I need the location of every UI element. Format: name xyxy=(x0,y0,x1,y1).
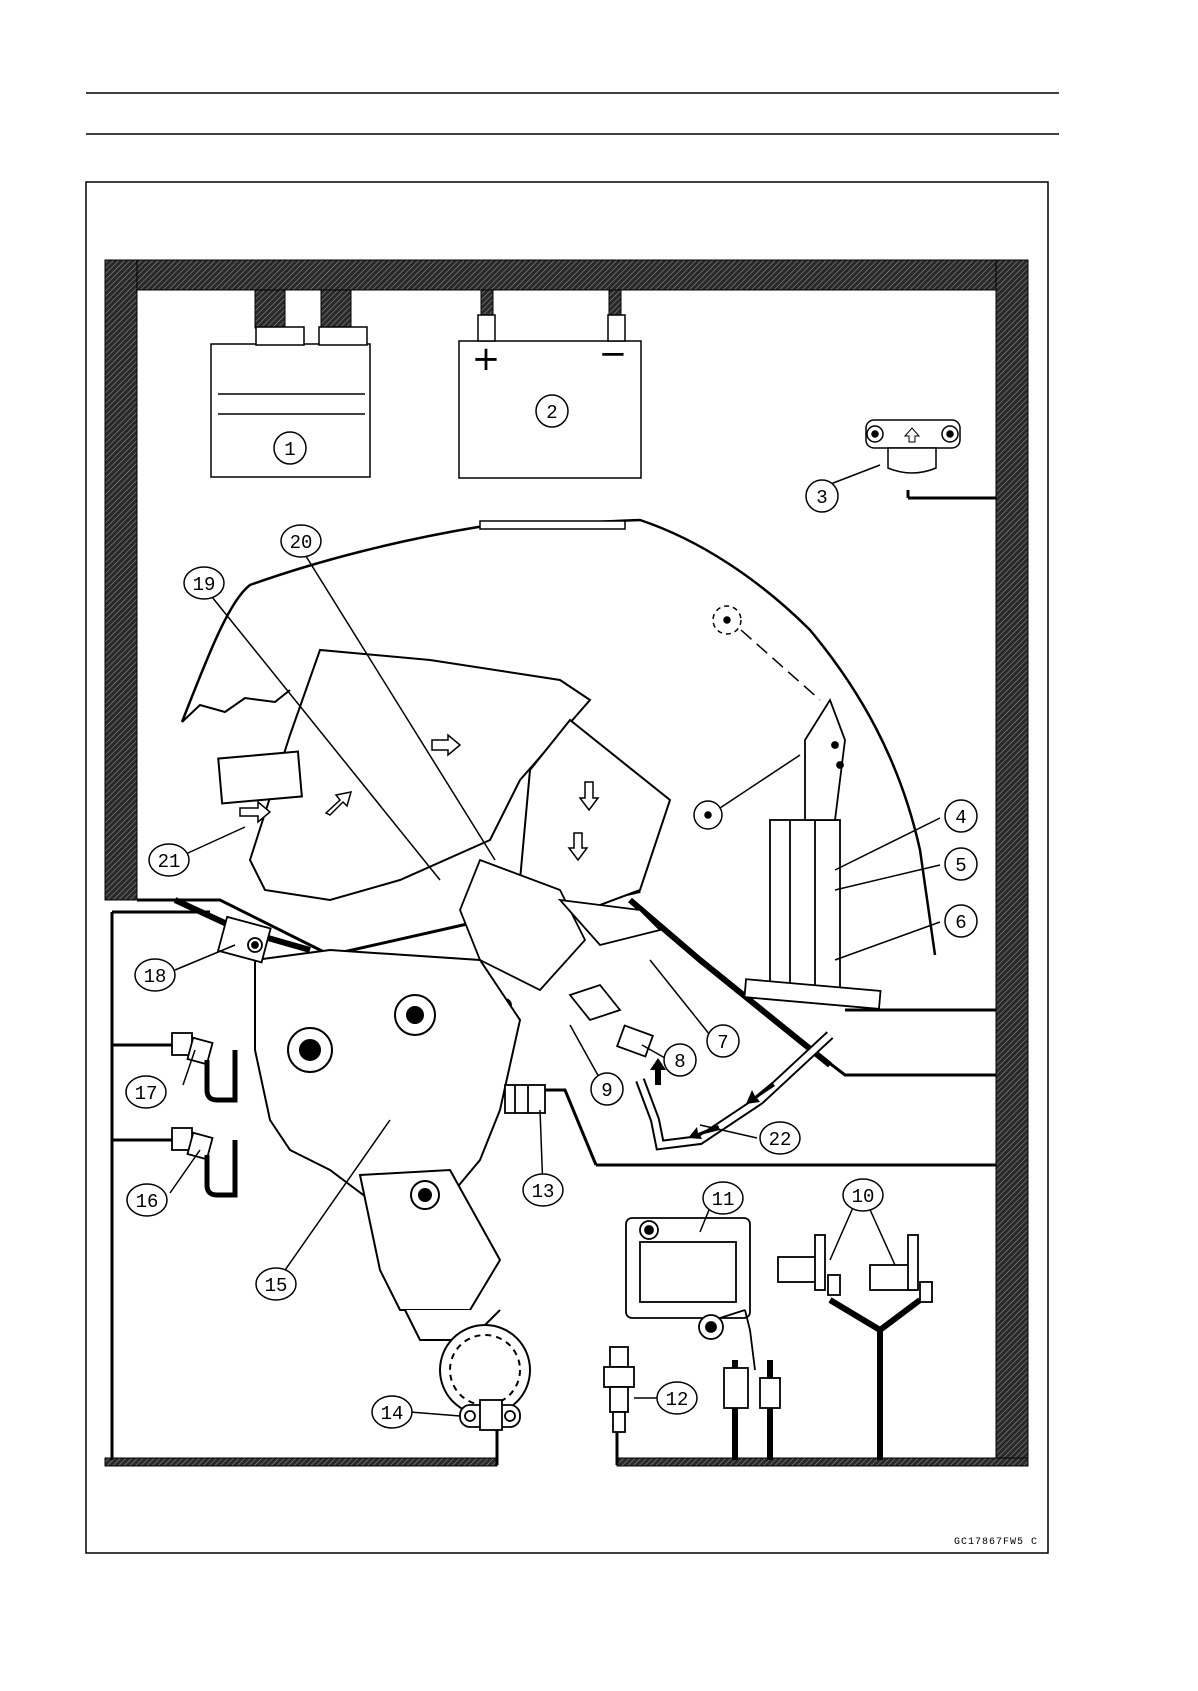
callout-22-label: 22 xyxy=(769,1129,792,1151)
callout-17-label: 17 xyxy=(135,1083,158,1105)
callout-11-label: 11 xyxy=(712,1189,735,1211)
injector-connector xyxy=(617,1026,653,1057)
callout-5-label: 5 xyxy=(955,855,966,877)
sensor-pair xyxy=(778,1235,932,1302)
callout-3-label: 3 xyxy=(816,487,827,509)
air-box xyxy=(218,650,670,920)
callout-2-label: 2 xyxy=(546,402,557,424)
callout-18-label: 18 xyxy=(144,966,167,988)
callout-11: 11 xyxy=(703,1182,743,1214)
callout-18: 18 xyxy=(135,959,175,991)
camshaft-sensor xyxy=(505,1085,545,1113)
callout-6: 6 xyxy=(945,905,977,937)
temperature-sensor xyxy=(604,1347,634,1432)
callout-9-label: 9 xyxy=(601,1080,612,1102)
harness-stubs xyxy=(255,290,621,328)
figure-code: GC17867FW5 C xyxy=(954,1537,1038,1548)
callout-14-label: 14 xyxy=(381,1403,404,1425)
callout-19-label: 19 xyxy=(193,574,216,596)
callout-16: 16 xyxy=(127,1184,167,1216)
callout-9: 9 xyxy=(591,1073,623,1105)
callout-14: 14 xyxy=(372,1396,412,1428)
callout-5: 5 xyxy=(945,848,977,880)
fuel-pump-assembly xyxy=(744,700,880,1009)
callout-16-label: 16 xyxy=(136,1191,159,1213)
callout-7: 7 xyxy=(707,1025,739,1057)
battery-positive-symbol: + xyxy=(472,339,501,379)
intake-air-temp-sensor xyxy=(218,917,271,962)
callout-4: 4 xyxy=(945,800,977,832)
tank-pivots xyxy=(694,606,820,829)
callout-8-label: 8 xyxy=(674,1051,685,1073)
callout-10: 10 xyxy=(843,1179,883,1211)
callout-22: 22 xyxy=(760,1122,800,1154)
callout-20-label: 20 xyxy=(290,532,313,554)
callout-21: 21 xyxy=(149,844,189,876)
callout-1: 1 xyxy=(274,432,306,464)
callout-20: 20 xyxy=(281,525,321,557)
callout-6-label: 6 xyxy=(955,912,966,934)
callout-3: 3 xyxy=(806,480,838,512)
ecu-module xyxy=(626,1218,780,1408)
battery-negative-symbol: − xyxy=(599,334,628,374)
callout-19: 19 xyxy=(184,567,224,599)
fuel-tank-cap-line xyxy=(480,521,625,529)
callout-13-label: 13 xyxy=(532,1181,555,1203)
callout-1-label: 1 xyxy=(284,439,295,461)
callout-15: 15 xyxy=(256,1268,296,1300)
callout-13: 13 xyxy=(523,1174,563,1206)
callout-7-label: 7 xyxy=(717,1032,728,1054)
fuel-tank-lower-edge xyxy=(182,690,290,722)
callout-10-label: 10 xyxy=(852,1186,875,1208)
callout-17: 17 xyxy=(126,1076,166,1108)
callout-2: 2 xyxy=(536,395,568,427)
callout-15-label: 15 xyxy=(265,1275,288,1297)
left-connectors xyxy=(172,1033,235,1195)
crankshaft-sensor xyxy=(460,1400,520,1430)
callout-12-label: 12 xyxy=(666,1389,689,1411)
callout-12: 12 xyxy=(657,1382,697,1414)
callout-21-label: 21 xyxy=(158,851,181,873)
callout-4-label: 4 xyxy=(955,807,966,829)
callout-8: 8 xyxy=(664,1044,696,1076)
vehicle-down-sensor xyxy=(866,420,960,473)
